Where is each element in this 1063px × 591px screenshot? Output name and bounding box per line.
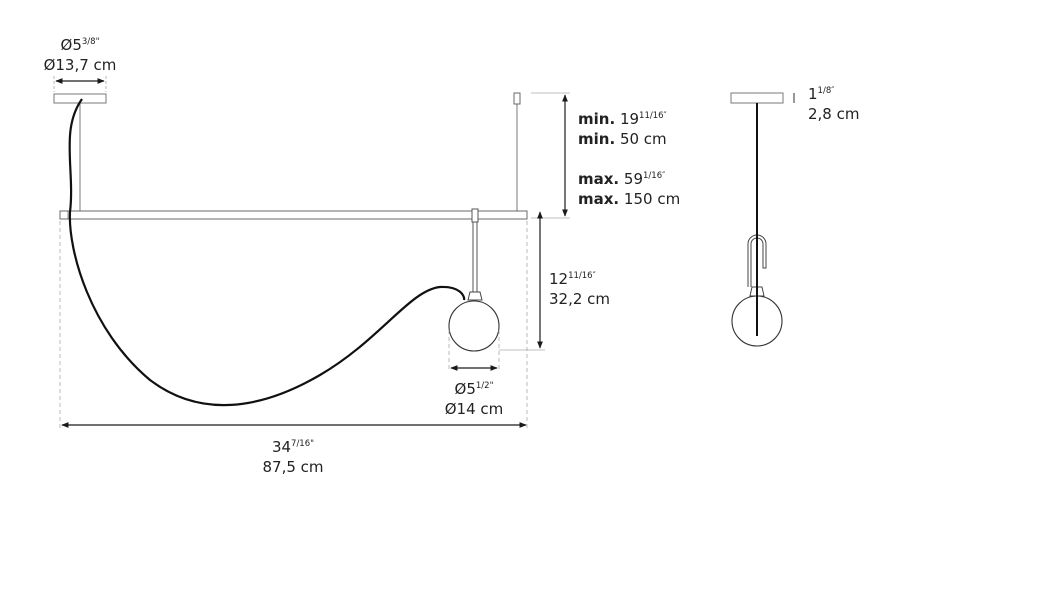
horizontal-arm (59, 210, 528, 220)
canopy-height-label: 11/8″ 2,8 cm (808, 85, 860, 123)
side-view (53, 76, 570, 428)
slider-clamp (471, 208, 479, 223)
suspension-max-label: max. 591/16″ max. 150 cm (578, 170, 681, 208)
power-cable (68, 98, 466, 407)
glass-globe (448, 300, 500, 352)
globe-diameter-label: Ø51/2" Ø14 cm (444, 380, 504, 418)
wire-gripper (513, 92, 521, 105)
globe-socket (467, 291, 483, 301)
front-hook (747, 234, 767, 287)
overall-width-label: 347/16" 87,5 cm (262, 438, 324, 476)
front-view (730, 92, 795, 347)
suspension-min-label: min. 1911/16″ min. 50 cm (578, 110, 667, 148)
canopy-diameter-label: Ø53/8" Ø13,7 cm (43, 36, 117, 74)
front-canopy (730, 92, 784, 104)
drop-height-label: 1211/16″ 32,2 cm (549, 270, 611, 308)
